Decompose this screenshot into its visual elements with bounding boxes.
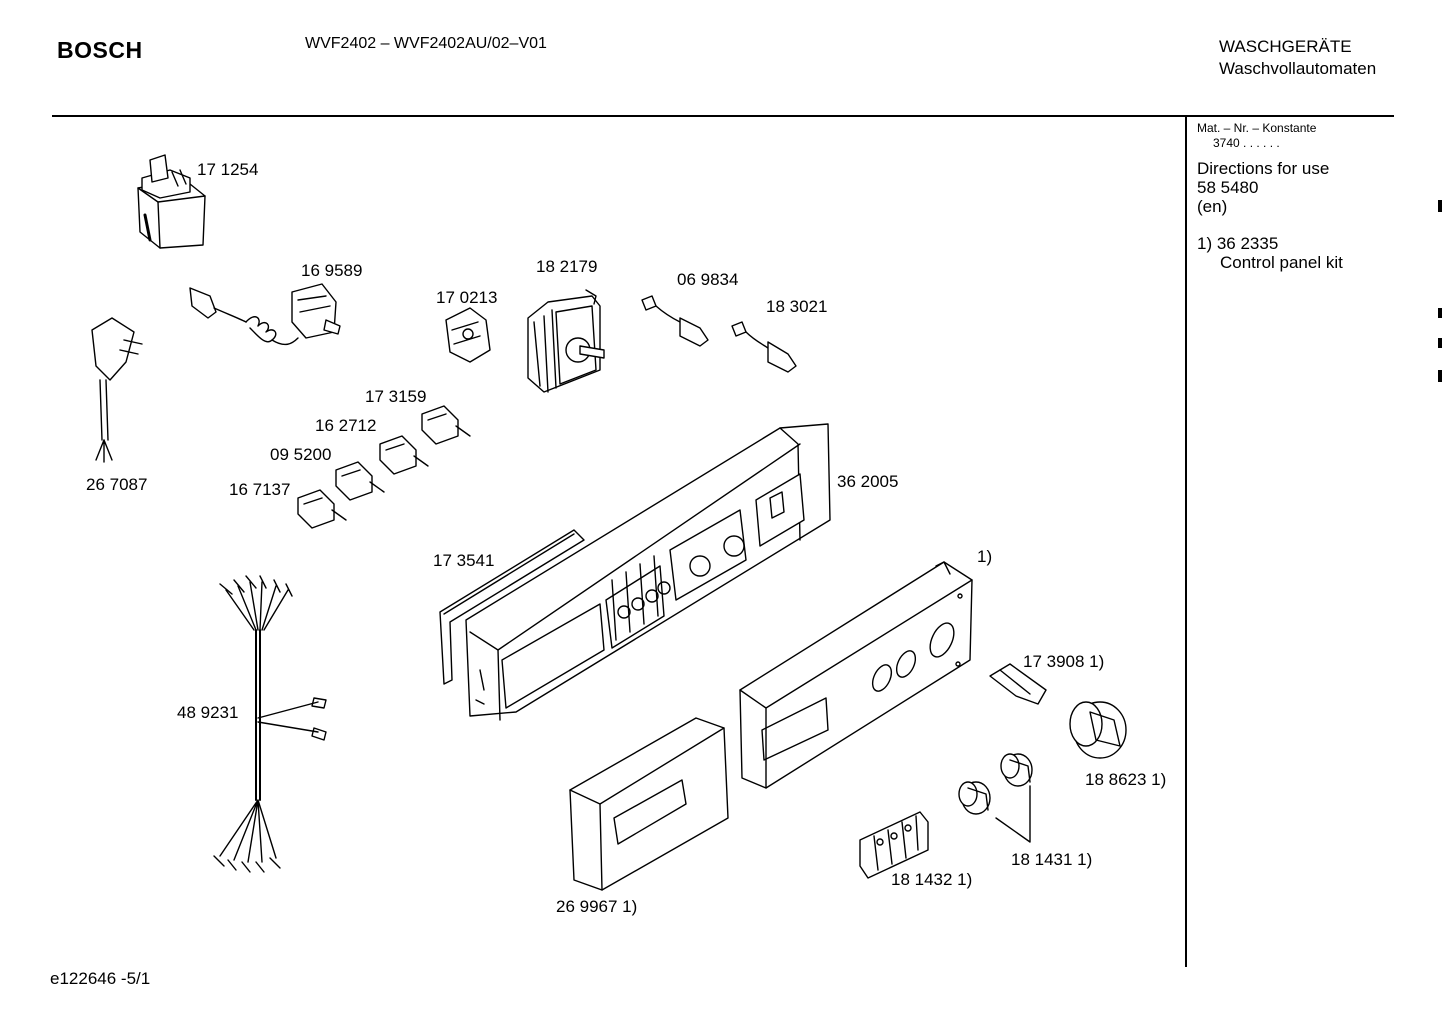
part-label: 17 3159 xyxy=(365,387,427,406)
directions-title: Directions for use xyxy=(1197,159,1330,178)
door-lock-part xyxy=(445,307,491,363)
indicator-lamp-part xyxy=(731,321,797,373)
directions-number: 58 5480 xyxy=(1197,178,1259,197)
part-label: 18 1431 1) xyxy=(1011,850,1093,869)
category-title: WASCHGERÄTE xyxy=(1219,37,1352,56)
edge-mark xyxy=(1438,200,1442,212)
part-label: 09 5200 xyxy=(270,445,332,464)
part-label: 18 8623 1) xyxy=(1085,770,1167,789)
part-label: 17 3908 1) xyxy=(1023,652,1105,671)
part-label: 36 2005 xyxy=(837,472,899,491)
mat-number-label: Mat. – Nr. – Konstante xyxy=(1197,121,1317,135)
wiring-harness-part xyxy=(213,575,327,873)
model-number: WVF2402 – WVF2402AU/02–V01 xyxy=(305,35,547,52)
part-label: 17 3541 xyxy=(433,551,495,570)
thermostat-part xyxy=(189,283,341,346)
small-knob-part xyxy=(958,781,991,815)
push-switch-part xyxy=(335,461,385,501)
directions-language: (en) xyxy=(1197,197,1228,216)
control-panel-frame-part xyxy=(465,423,831,721)
sidebar-divider xyxy=(1185,117,1187,967)
push-switch-part xyxy=(421,405,471,445)
part-label: 18 3021 xyxy=(766,297,828,316)
category-subtitle: Waschvollautomaten xyxy=(1219,59,1377,78)
part-label: 16 7137 xyxy=(229,480,291,499)
part-label: 06 9834 xyxy=(677,270,739,289)
edge-mark xyxy=(1438,370,1442,382)
part-label: 17 1254 xyxy=(197,160,259,179)
drawer-handle-part xyxy=(569,717,729,891)
footnote-text: Control panel kit xyxy=(1220,253,1343,272)
suppressor-part xyxy=(137,154,206,249)
part-label: 18 1432 1) xyxy=(891,870,973,889)
mains-cable-part xyxy=(91,317,143,463)
footnote-reference: 1) 36 2335 xyxy=(1197,234,1279,253)
push-switch-part xyxy=(379,435,429,475)
brand-logo: BOSCH xyxy=(57,37,143,63)
edge-mark xyxy=(1438,338,1442,348)
light-rod-part xyxy=(989,663,1047,705)
part-label: 16 2712 xyxy=(315,416,377,435)
push-button-part xyxy=(859,811,929,879)
part-label: 17 0213 xyxy=(436,288,498,307)
programme-selector-part xyxy=(527,289,605,393)
part-label: 26 9967 1) xyxy=(556,897,638,916)
callout-line xyxy=(995,785,1031,843)
light-guide-part xyxy=(439,529,585,685)
part-label: 18 2179 xyxy=(536,257,598,276)
indicator-lamp-part xyxy=(641,295,709,347)
mat-number-value: 3740 . . . . . . xyxy=(1213,136,1280,150)
front-panel-part xyxy=(739,561,973,789)
part-label: 1) xyxy=(977,547,993,566)
part-label: 48 9231 xyxy=(177,703,239,722)
programme-knob-part xyxy=(1069,701,1127,759)
push-switch-part xyxy=(297,489,347,529)
part-label: 16 9589 xyxy=(301,261,363,280)
part-label: 26 7087 xyxy=(86,475,148,494)
small-knob-part xyxy=(1000,753,1033,787)
header-divider xyxy=(52,115,1394,117)
document-id: e122646 -5/1 xyxy=(50,969,151,988)
edge-mark xyxy=(1438,308,1442,318)
